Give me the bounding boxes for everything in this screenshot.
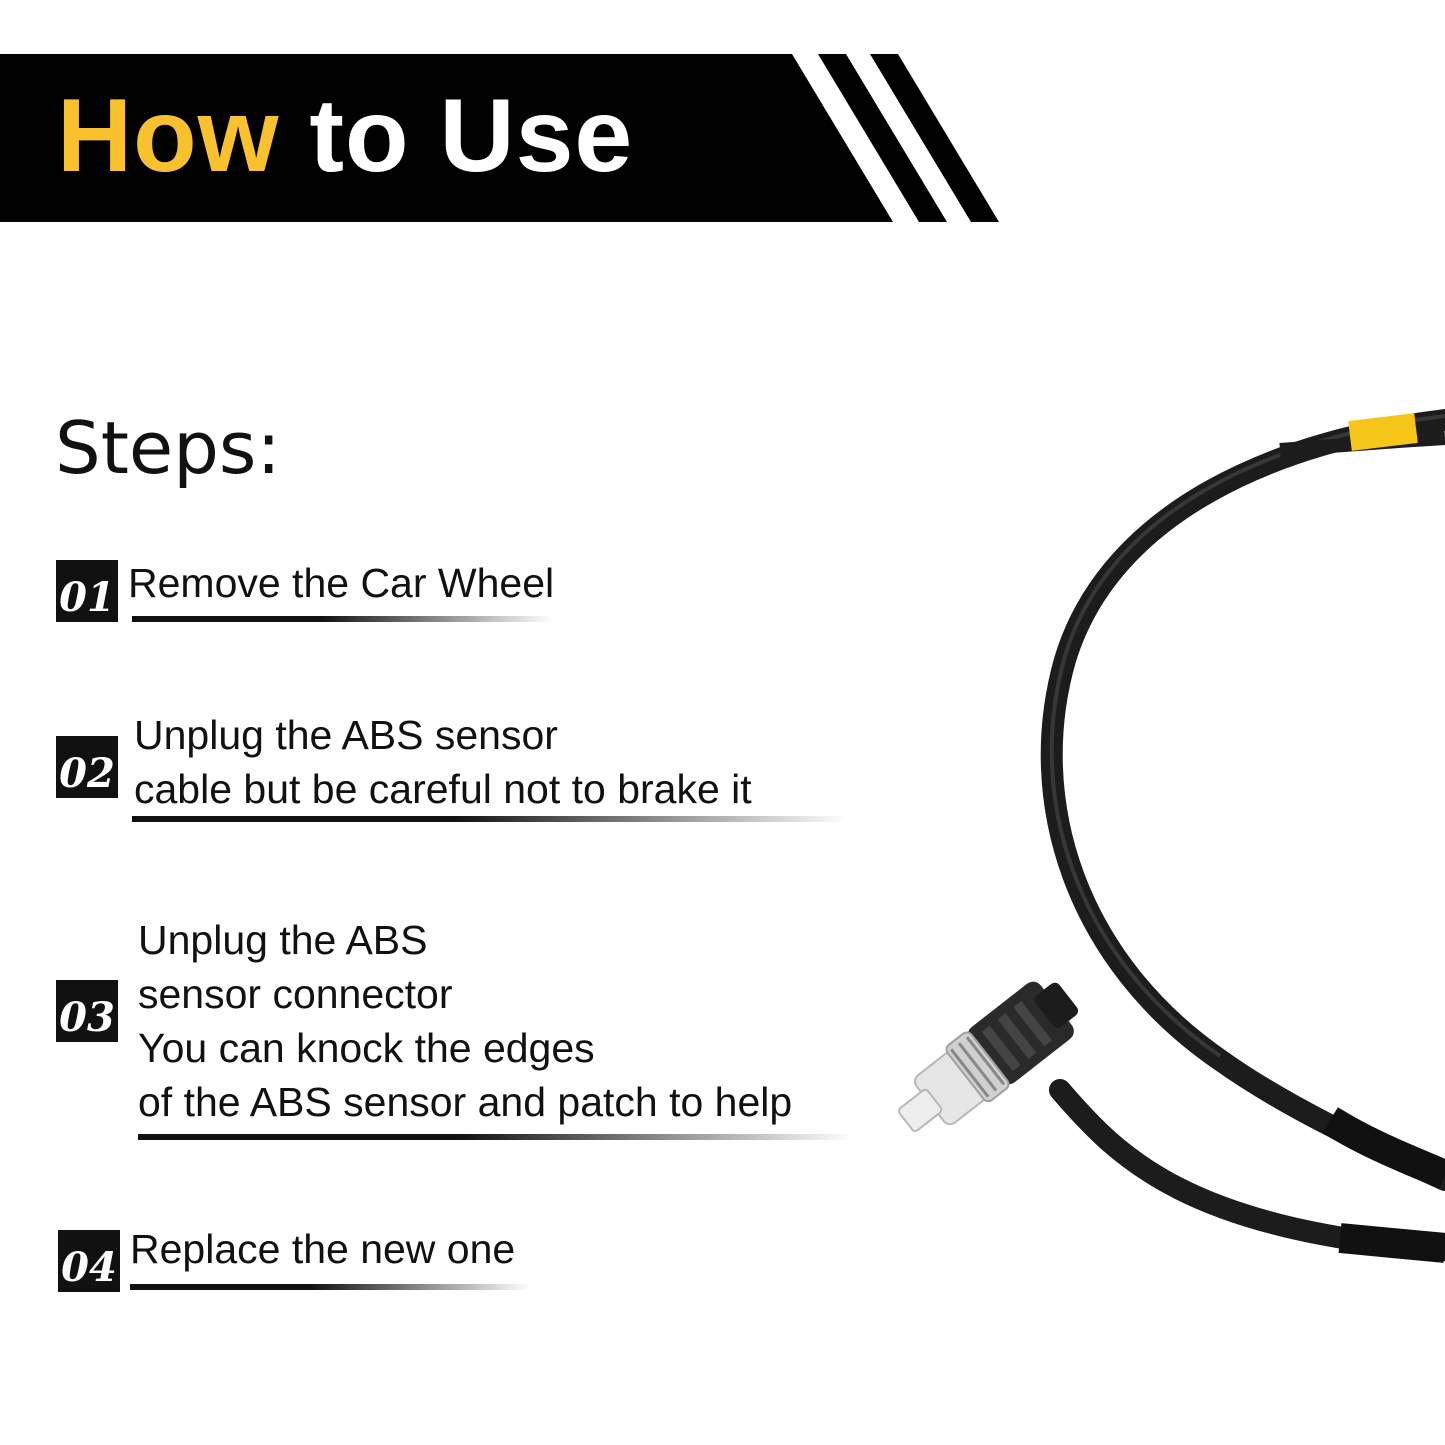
- step-line: sensor connector: [138, 971, 453, 1017]
- step-text: Remove the Car Wheel: [128, 556, 554, 610]
- step-line: Replace the new one: [130, 1226, 516, 1272]
- step-number-badge: 04: [58, 1230, 120, 1292]
- abs-sensor-cable-icon: [897, 409, 1445, 1263]
- step-number-badge: 02: [56, 736, 118, 798]
- banner-shape: [0, 54, 999, 222]
- step-text: Unplug the ABS sensor connector You can …: [138, 913, 792, 1129]
- page-title: How to Use: [57, 84, 633, 188]
- step-text: Unplug the ABS sensor cable but be caref…: [134, 708, 752, 816]
- title-rest: to Use: [279, 78, 634, 194]
- step-number-badge: 03: [56, 980, 118, 1042]
- step-line: of the ABS sensor and patch to help: [138, 1079, 793, 1125]
- step-line: Unplug the ABS sensor: [134, 712, 558, 758]
- header-banner: [0, 54, 1000, 222]
- step-text: Replace the new one: [130, 1222, 515, 1276]
- step-line: cable but be careful not to brake it: [134, 766, 752, 812]
- step-line: You can knock the edges: [138, 1025, 595, 1071]
- step-divider: [130, 1284, 530, 1290]
- step-line: Remove the Car Wheel: [128, 560, 555, 606]
- title-accent: How: [57, 78, 280, 194]
- step-divider: [132, 816, 847, 822]
- step-line: Unplug the ABS: [138, 917, 428, 963]
- steps-heading: Steps:: [55, 406, 281, 490]
- step-divider: [132, 616, 552, 622]
- step-divider: [138, 1134, 853, 1140]
- step-number-badge: 01: [56, 560, 118, 622]
